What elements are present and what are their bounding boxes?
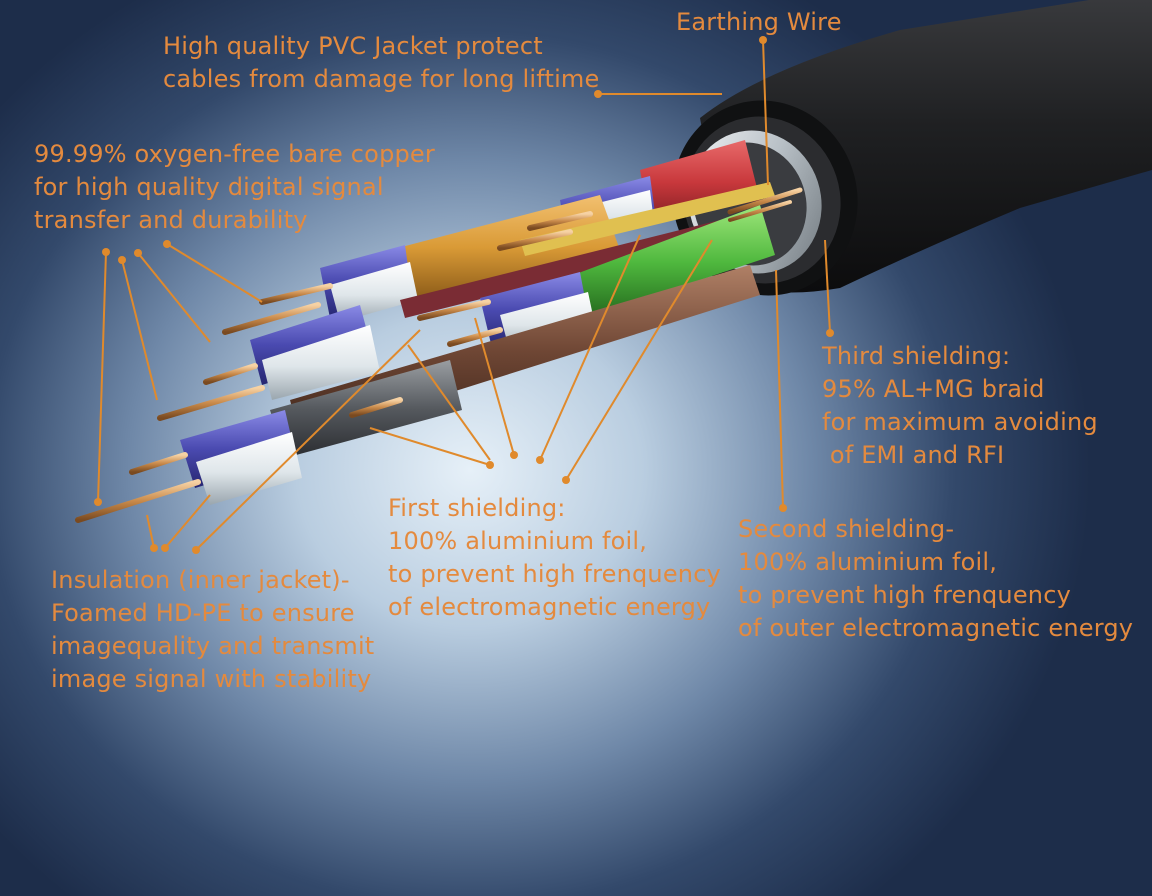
label-second-line-1: Second shielding- [738,515,955,543]
label-third-line-3: for maximum avoiding [822,408,1098,436]
label-earthing-line: Earthing Wire [676,8,842,36]
label-copper-line-3: transfer and durability [34,206,308,234]
label-second-shielding: Second shielding- 100% aluminium foil, t… [738,513,1133,645]
inner-conductors [180,140,775,505]
label-first-line-2: 100% aluminium foil, [388,527,648,555]
label-first-line-1: First shielding: [388,494,566,522]
label-pvc-jacket: High quality PVC Jacket protect cables f… [163,30,599,96]
label-copper-line-2: for high quality digital signal [34,173,384,201]
label-third-line-1: Third shielding: [822,342,1011,370]
label-copper-line-1: 99.99% oxygen-free bare copper [34,140,435,168]
leader-dots [94,36,834,554]
label-jacket-line-1: High quality PVC Jacket protect [163,32,543,60]
label-first-line-4: of electromagnetic energy [388,593,711,621]
label-third-line-2: 95% AL+MG braid [822,375,1045,403]
label-first-shielding: First shielding: 100% aluminium foil, to… [388,492,721,624]
label-second-line-3: to prevent high frenquency [738,581,1072,609]
label-second-line-2: 100% aluminium foil, [738,548,998,576]
label-first-line-3: to prevent high frenquency [388,560,722,588]
label-insulation: Insulation (inner jacket)- Foamed HD-PE … [51,564,374,696]
label-third-line-4: of EMI and RFI [822,441,1005,469]
label-insulation-line-2: Foamed HD-PE to ensure [51,599,355,627]
label-insulation-line-4: image signal with stability [51,665,372,693]
label-third-shielding: Third shielding: 95% AL+MG braid for max… [822,340,1098,472]
label-earthing-wire: Earthing Wire [676,6,842,39]
label-copper: 99.99% oxygen-free bare copper for high … [34,138,435,237]
copper-tips [75,187,803,523]
leader-lines [97,39,831,551]
label-jacket-line-2: cables from damage for long liftime [163,65,600,93]
label-insulation-line-3: imagequality and transmit [51,632,375,660]
label-second-line-4: of outer electromagnetic energy [738,614,1134,642]
label-insulation-line-1: Insulation (inner jacket)- [51,566,350,594]
